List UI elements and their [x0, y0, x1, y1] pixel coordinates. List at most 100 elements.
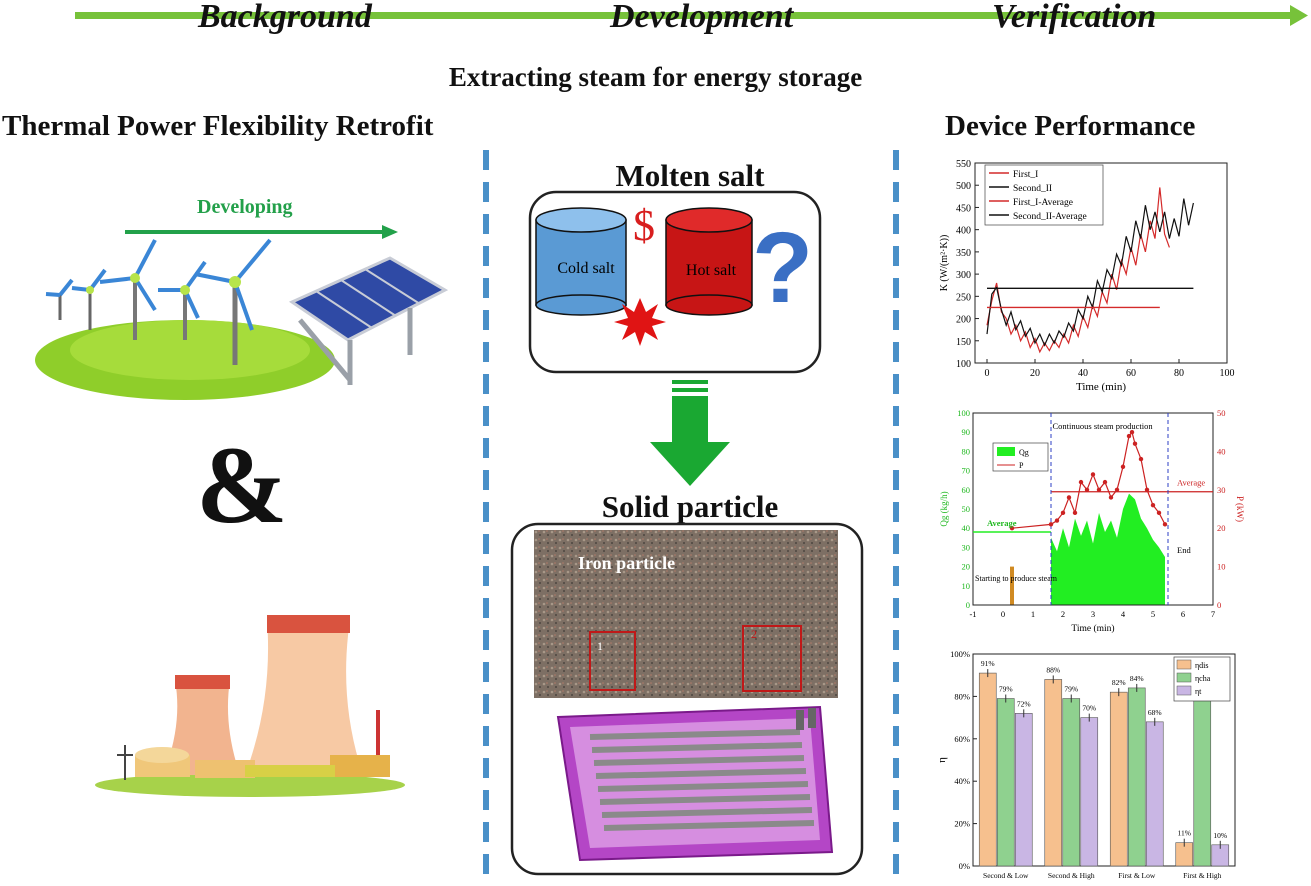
x-tick-label: 1 — [1031, 609, 1035, 619]
x-tick-label: 0 — [1001, 609, 1005, 619]
data-label: 91% — [981, 659, 995, 668]
y-axis-label: K (W/(m²·K)) — [939, 235, 950, 292]
legend-label: ηt — [1195, 687, 1202, 696]
legend-label: First_I-Average — [1013, 198, 1073, 208]
y-left-tick-label: 70 — [962, 466, 971, 476]
y-tick-label: 550 — [956, 159, 971, 170]
p-point — [1156, 510, 1162, 516]
x-tick-label: 0 — [985, 368, 990, 379]
p-point — [1102, 479, 1108, 485]
y-left-tick-label: 90 — [962, 427, 971, 437]
bar-ηcha — [1062, 698, 1081, 867]
bar-ηdis — [1109, 691, 1128, 867]
y-right-tick-label: 10 — [1217, 562, 1226, 572]
solid-particle-title: Solid particle — [601, 489, 779, 524]
y-tick-label: 40% — [954, 776, 970, 786]
y-tick-label: 100 — [956, 359, 971, 370]
p-point — [1060, 510, 1066, 516]
p-point — [1078, 479, 1084, 485]
iron-particle-label: Iron particle — [578, 553, 676, 573]
stage-development: Development — [610, 0, 794, 35]
p-point — [1129, 430, 1135, 435]
hot-tank-icon — [665, 207, 753, 316]
x-tick-label: 80 — [1174, 368, 1184, 379]
hot-salt-label: Hot salt — [685, 262, 737, 279]
data-label: 10% — [1213, 831, 1227, 840]
y-left-tick-label: 100 — [957, 408, 970, 418]
y-axis-label: η — [936, 757, 948, 763]
x-tick-label: -1 — [969, 609, 976, 619]
y-left-tick-label: 10 — [962, 581, 971, 591]
stage-background: Background — [198, 0, 372, 35]
solar-panel-icon — [288, 256, 449, 385]
y-tick-label: 100% — [950, 649, 970, 659]
molten-salt-panel — [528, 190, 822, 374]
legend-label: Second_II — [1013, 184, 1052, 194]
box-1-label: 1 — [597, 639, 603, 653]
y-tick-label: 200 — [956, 315, 971, 326]
legend-swatch — [1176, 659, 1192, 670]
p-point — [1066, 495, 1072, 500]
plot-frame — [972, 412, 1214, 606]
right-title: Device Performance — [945, 110, 1196, 142]
bar-ηt — [1145, 721, 1164, 867]
p-line — [1011, 430, 1166, 529]
x-tick-label: 2 — [1061, 609, 1065, 619]
question-mark-icon: ? — [752, 212, 814, 324]
bar-ηcha — [996, 698, 1015, 867]
y-right-tick-label: 0 — [1217, 600, 1221, 610]
category-label: First & High — [1183, 871, 1222, 880]
molten-salt-title: Molten salt — [615, 158, 765, 193]
annotation-end: End — [1177, 545, 1191, 555]
divider-right — [893, 150, 899, 880]
x-tick-label: 40 — [1078, 368, 1088, 379]
p-point — [1132, 441, 1138, 446]
bar-ηt — [1080, 717, 1099, 867]
y-tick-label: 60% — [954, 734, 970, 744]
sample-box-1 — [589, 631, 636, 691]
category-label: First & Low — [1118, 871, 1156, 880]
y-left-tick-label: 30 — [962, 542, 971, 552]
down-arrow-icon — [650, 380, 730, 486]
y-left-tick-label: 60 — [962, 485, 971, 495]
p-point — [1120, 464, 1126, 469]
annotation-continuous: Continuous steam production — [1053, 421, 1154, 431]
legend-label-qg: Qg — [1019, 448, 1029, 457]
x-axis-label: Time (min) — [1076, 381, 1126, 393]
qg-start-bar — [1010, 566, 1014, 605]
iron-particle-photo — [534, 530, 838, 698]
data-label: 79% — [1064, 685, 1078, 694]
cold-tank-icon — [535, 207, 627, 316]
p-point — [1054, 518, 1060, 523]
bar-ηdis — [1044, 679, 1063, 867]
bar-ηt — [1014, 713, 1033, 867]
y-left-tick-label: 80 — [962, 446, 971, 456]
bar-ηcha — [1127, 687, 1146, 867]
p-point — [1096, 487, 1102, 492]
y-tick-label: 150 — [956, 337, 971, 348]
renewables-illustration — [35, 225, 449, 400]
bar-ηcha — [1193, 687, 1212, 867]
qg-area — [1051, 493, 1165, 605]
left-title: Thermal Power Flexibility Retrofit — [2, 110, 434, 142]
heat-exchanger-icon — [556, 705, 834, 862]
plot-frame — [972, 653, 1236, 867]
subtitle: Extracting steam for energy storage — [448, 62, 863, 92]
data-label: 70% — [1082, 704, 1096, 713]
stage-verification: Verification — [992, 0, 1157, 35]
x-tick-label: 60 — [1126, 368, 1136, 379]
y-right-axis-label: P (kW) — [1235, 496, 1245, 522]
plot-frame — [974, 162, 1228, 364]
p-point — [1144, 487, 1150, 492]
p-point — [1150, 502, 1156, 508]
data-label: 68% — [1148, 708, 1162, 717]
data-label: 84% — [1130, 674, 1144, 683]
p-point — [1108, 495, 1114, 500]
cold-salt-label: Cold salt — [557, 260, 615, 277]
y-left-tick-label: 50 — [962, 504, 971, 514]
p-point — [1114, 487, 1120, 492]
p-point — [1126, 433, 1132, 439]
legend-label: Second_II-Average — [1013, 212, 1087, 222]
